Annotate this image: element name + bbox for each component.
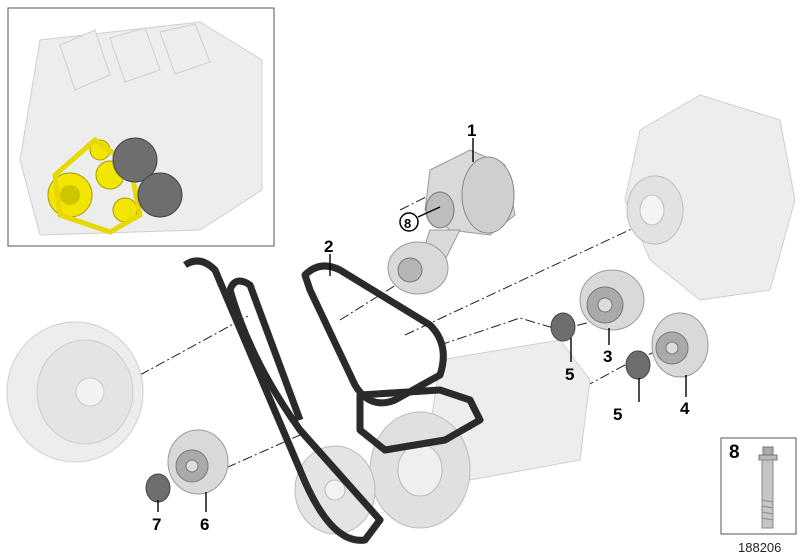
callout-6: 6 [200,515,209,534]
engine-overview-inset [7,7,275,247]
callout-3: 3 [603,347,612,366]
svg-text:8: 8 [404,216,411,231]
cap-bottom [145,473,171,503]
callout-2: 2 [324,237,333,256]
callout-5-upper: 5 [565,365,574,384]
bolt-detail-box: 8 [720,437,797,535]
cap-lower [625,350,651,380]
bolt-box-label: 8 [729,442,740,463]
cap-upper [550,312,576,342]
ribbed-belts [183,257,484,544]
callout-1: 1 [467,121,476,140]
belt-tensioner [387,149,516,295]
reference-number: 188206 [738,540,781,555]
callout-5-lower: 5 [613,405,622,424]
alternator [624,94,796,301]
callout-4: 4 [680,399,690,418]
idler-pulley-upper [579,269,645,331]
callout-7: 7 [152,515,161,534]
bolt-icon [758,446,778,529]
guide-pulley [651,312,709,378]
water-pump-pulley [294,445,376,535]
crankshaft-pulley [6,321,144,463]
leader-lines [157,138,687,512]
idler-pulley-lower [167,429,229,495]
callout-8-circled: 8 [399,212,419,232]
ac-compressor [369,339,591,529]
